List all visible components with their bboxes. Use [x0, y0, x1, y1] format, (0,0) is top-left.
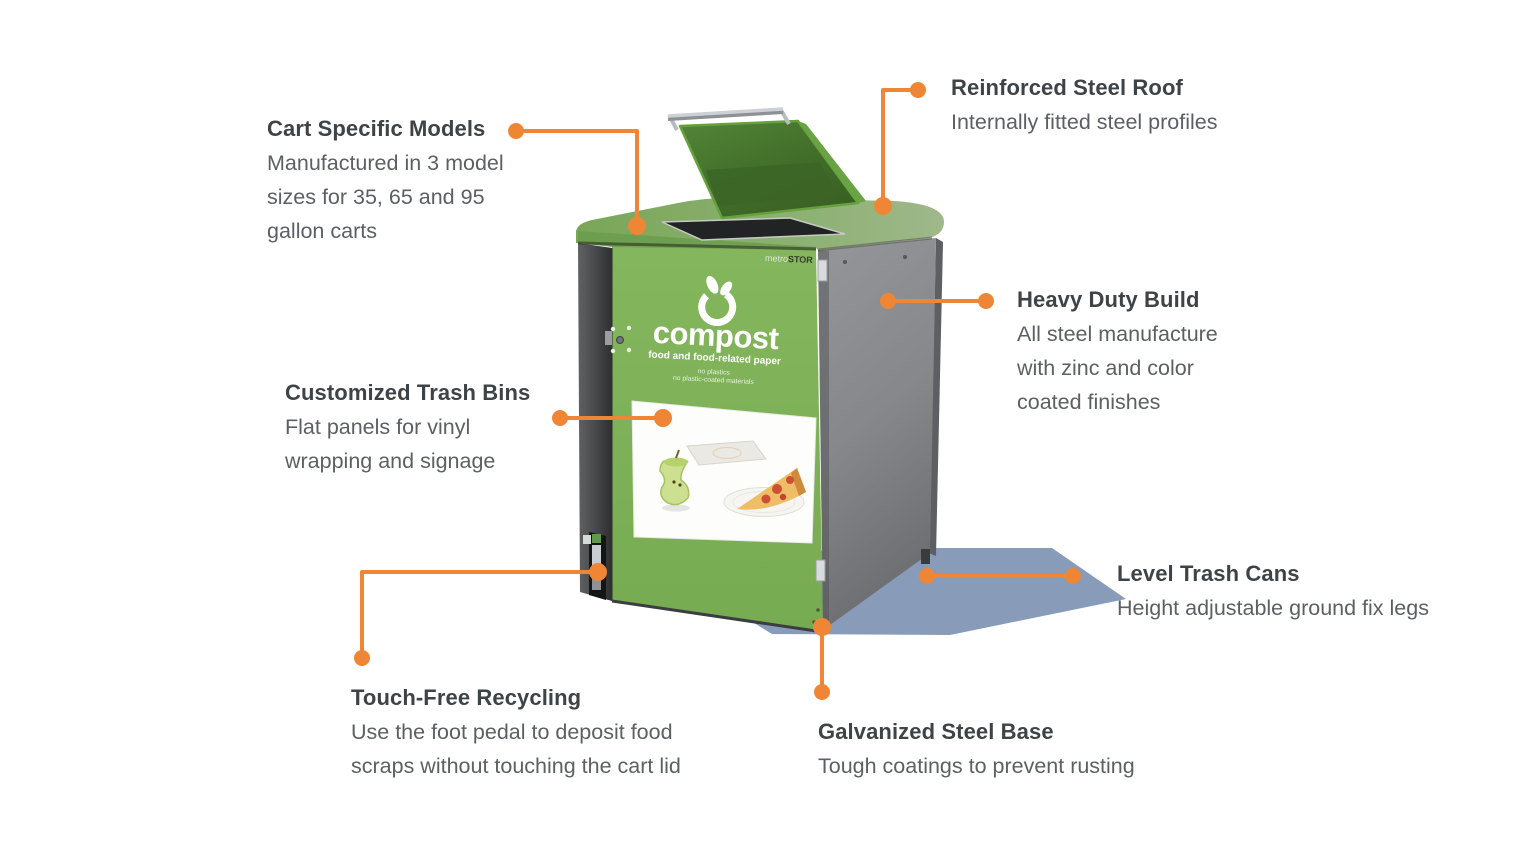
callout-galvanized-steel-base: Galvanized Steel Base Tough coatings to … [818, 715, 1135, 783]
compost-ring-leaf-icon [698, 275, 737, 327]
connector-dot [628, 217, 646, 235]
paper-napkin-icon [686, 440, 767, 466]
brand-suffix: STOR [788, 254, 814, 265]
callout-heavy-duty-build: Heavy Duty Build All steel manufacture w… [1017, 283, 1218, 419]
callout-title: Reinforced Steel Roof [951, 75, 1183, 100]
callout-touch-free-recycling: Touch-Free Recycling Use the foot pedal … [351, 681, 681, 783]
callout-line: with zinc and color [1017, 356, 1194, 380]
callout-line: All steel manufacture [1017, 322, 1218, 346]
label-note-2: no plastic-coated materials [673, 375, 755, 386]
callout-line: Internally fitted steel profiles [951, 110, 1218, 134]
label-title: compost [652, 315, 780, 357]
callout-line: Tough coatings to prevent rusting [818, 754, 1135, 778]
connector-line [514, 129, 639, 228]
side-panel-right [818, 238, 943, 630]
foot-pedal [592, 545, 601, 567]
callout-line: Manufactured in 3 model [267, 151, 504, 175]
callout-line: wrapping and signage [285, 449, 496, 473]
pizza-slice-icon [723, 468, 806, 517]
door-lock-icon [605, 325, 632, 354]
callout-line: Use the foot pedal to deposit food [351, 720, 673, 744]
callout-line: scraps without touching the cart lid [351, 754, 681, 778]
callout-cart-specific-models: Cart Specific Models Manufactured in 3 m… [267, 112, 504, 248]
callout-title: Customized Trash Bins [285, 380, 531, 405]
connector-line [360, 570, 600, 660]
connector-dot [1065, 568, 1081, 584]
side-strip-left [578, 243, 612, 601]
brand-wordmark: metro STOR [765, 253, 814, 265]
ground-fix-leg [921, 549, 930, 564]
open-lid [667, 107, 866, 220]
callout-title: Level Trash Cans [1117, 561, 1300, 586]
connector-dot [589, 563, 607, 581]
callout-line: gallon carts [267, 219, 377, 243]
callout-connectors [354, 82, 1081, 700]
connector-dot [880, 293, 896, 309]
callout-title: Cart Specific Models [267, 116, 486, 141]
callout-level-trash-cans: Level Trash Cans Height adjustable groun… [1117, 557, 1429, 625]
connector-dot [654, 409, 672, 427]
connector-dot [910, 82, 926, 98]
callout-title: Heavy Duty Build [1017, 287, 1200, 312]
lid-handle-icon [667, 107, 791, 131]
apple-core-icon [659, 449, 690, 512]
connector-dot [814, 684, 830, 700]
front-label: compost food and food-related paper no p… [648, 275, 781, 386]
brand-prefix: metro [765, 253, 788, 264]
graphic-panel [631, 400, 817, 544]
callout-line: sizes for 35, 65 and 95 [267, 185, 485, 209]
lid-opening [661, 217, 846, 241]
connector-line [881, 88, 920, 208]
callout-title: Touch-Free Recycling [351, 685, 582, 710]
callout-line: coated finishes [1017, 390, 1161, 414]
callout-line: Height adjustable ground fix legs [1117, 596, 1429, 620]
label-note-1: no plastics [698, 368, 731, 377]
connector-dot [874, 197, 892, 215]
callout-reinforced-steel-roof: Reinforced Steel Roof Internally fitted … [951, 71, 1218, 139]
connector-dot [813, 618, 831, 636]
connector-dot [552, 410, 568, 426]
connector-dot [354, 650, 370, 666]
door-hinge-icon [815, 559, 826, 582]
connector-dot [978, 293, 994, 309]
connector-dot [919, 568, 935, 584]
callout-title: Galvanized Steel Base [818, 719, 1054, 744]
connector-dot [508, 123, 524, 139]
callout-customized-trash-bins: Customized Trash Bins Flat panels for vi… [285, 376, 530, 478]
callout-line: Flat panels for vinyl [285, 415, 471, 439]
door-hinge-icon [817, 259, 828, 282]
